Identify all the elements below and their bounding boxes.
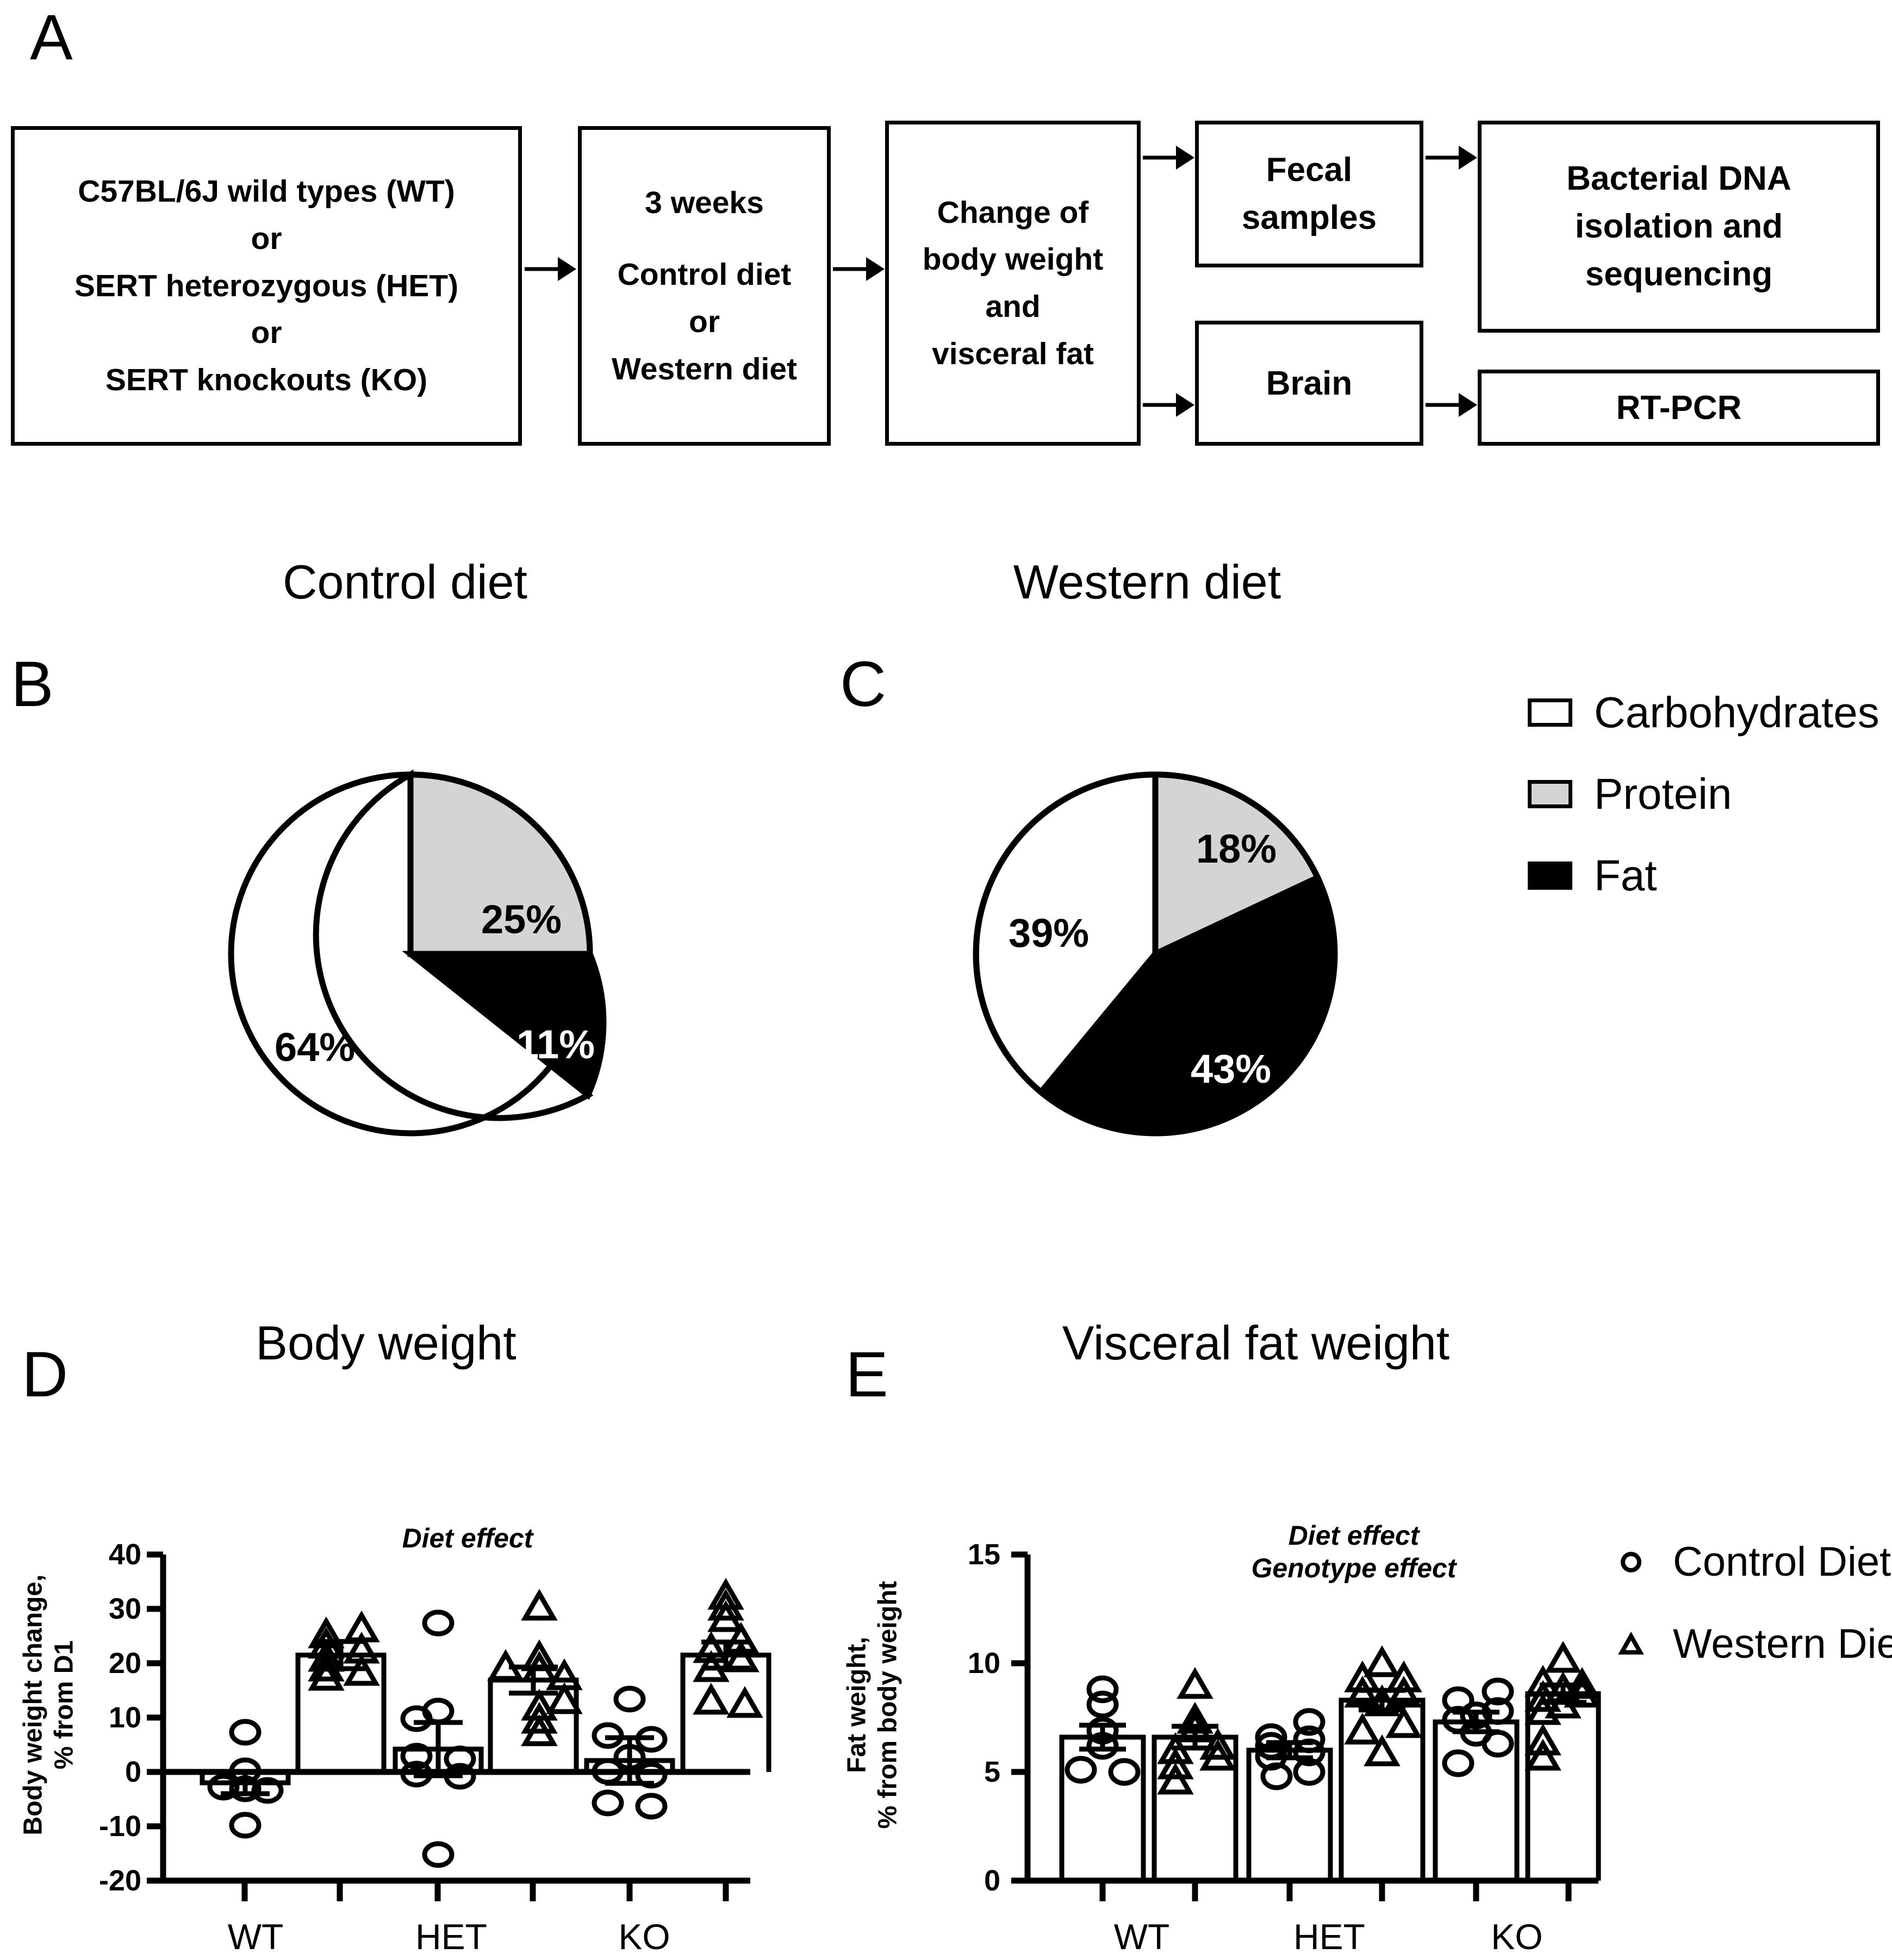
legend-label: Carbohydrates — [1594, 688, 1879, 736]
panel-d-title: Body weight — [256, 1316, 516, 1370]
y-tick-label: 0 — [125, 1756, 141, 1788]
stat-line: Diet effect — [1288, 1520, 1420, 1551]
pie-value-carbohydrates: 64% — [275, 1025, 356, 1070]
flow-line: samples — [1241, 199, 1377, 236]
western-pie-svg — [973, 771, 1338, 1137]
flow-line: Bacterial DNA — [1566, 159, 1791, 197]
legend-item-protein: Protein — [1528, 769, 1879, 819]
panel-c-title: Western diet — [1013, 555, 1281, 609]
flow-line: RT-PCR — [1616, 389, 1742, 427]
flow-line: and — [985, 289, 1041, 324]
panel-e-title: Visceral fat weight — [1062, 1316, 1450, 1370]
y-tick-label: 30 — [108, 1593, 141, 1625]
triangle-marker-icon — [1607, 1631, 1656, 1657]
pie-legend: Carbohydrates Protein Fat — [1528, 688, 1879, 932]
y-axis-line2: % from body weight — [873, 1581, 902, 1829]
circle-marker-icon — [1607, 1549, 1656, 1575]
flow-line: 3 weeks — [645, 185, 764, 220]
x-category-label-het: HET — [1293, 1917, 1365, 1957]
x-category-label-wt: WT — [227, 1917, 284, 1957]
flow-box-rtpcr: RT-PCR — [1478, 370, 1880, 446]
x-category-label-het: HET — [415, 1917, 487, 1957]
legend-item-carbohydrates: Carbohydrates — [1528, 688, 1879, 738]
flow-box-diet: 3 weeks Control diet or Western diet — [578, 126, 831, 446]
flow-line: SERT heterozygous (HET) — [74, 268, 459, 303]
panel-d-letter: D — [22, 1339, 69, 1410]
flow-line: or — [251, 315, 282, 351]
pie-slice-carbohydrates — [313, 769, 594, 1121]
flow-line-spacer — [612, 226, 797, 251]
pie-value-protein: 18% — [1196, 826, 1277, 871]
flow-line: Control diet — [617, 257, 792, 292]
flow-line: isolation and — [1574, 207, 1783, 245]
y-tick-label: -10 — [98, 1810, 141, 1843]
legend-swatch-carbohydrates — [1528, 698, 1572, 727]
legend-label: Fat — [1594, 851, 1657, 900]
pie-value-carbohydrates: 39% — [1009, 910, 1090, 956]
flow-line: C57BL/6J wild types (WT) — [78, 174, 455, 209]
stat-line: Genotype effect — [1251, 1553, 1457, 1583]
legend-swatch-fat — [1528, 862, 1572, 890]
flow-box-brain: Brain — [1195, 321, 1423, 446]
flow-line: Change of — [937, 195, 1089, 230]
western-diet-points-e — [1157, 1641, 1601, 1795]
pie-value-fat: 11% — [516, 1022, 595, 1067]
y-tick-label: 20 — [108, 1647, 141, 1680]
flow-line: sequencing — [1585, 255, 1773, 294]
flow-line: or — [689, 304, 720, 339]
legend-item-fat: Fat — [1528, 851, 1879, 901]
control-diet-points-d — [207, 1609, 668, 1868]
panel-d-plot — [147, 1551, 771, 1901]
western-diet-points-d — [308, 1578, 763, 1746]
x-category-label-ko: KO — [618, 1917, 670, 1957]
legend-label: Western Diet — [1673, 1621, 1892, 1667]
control-diet-points-e — [1065, 1675, 1514, 1790]
legend-label: Control Diet — [1673, 1539, 1891, 1585]
y-tick-label: 15 — [967, 1538, 1000, 1571]
flow-line: Western diet — [611, 351, 798, 386]
flow-line: Fecal — [1266, 151, 1353, 189]
panel-b-letter: B — [11, 648, 54, 720]
legend-item-control-diet: Control Diet — [1607, 1538, 1892, 1586]
panel-e-stat-annotation: Diet effect Genotype effect — [1163, 1519, 1544, 1584]
panel-e-y-axis-label: Fat weight, % from body weight — [842, 1515, 903, 1895]
flow-box-dna-sequencing: Bacterial DNA isolation and sequencing — [1478, 121, 1880, 333]
flow-line: SERT knockouts (KO) — [105, 362, 428, 397]
control-pie-svg — [228, 769, 607, 1137]
legend-item-western-diet: Western Diet — [1607, 1620, 1892, 1668]
panel-a-flowchart: A C57BL/6J wild types (WT) or SERT heter… — [0, 0, 1892, 489]
panel-e-plot — [1011, 1551, 1601, 1901]
x-category-label-ko: KO — [1491, 1917, 1543, 1957]
diet-legend: Control Diet Western Diet — [1607, 1538, 1892, 1702]
x-category-label-wt: WT — [1113, 1917, 1170, 1957]
panel-c-letter: C — [840, 648, 887, 720]
y-tick-label: 40 — [108, 1538, 141, 1571]
pie-value-fat: 43% — [1191, 1046, 1272, 1091]
flow-line: or — [251, 221, 282, 257]
y-tick-label: 10 — [967, 1647, 1000, 1680]
y-tick-label: 0 — [984, 1864, 1000, 1897]
legend-swatch-protein — [1528, 780, 1572, 808]
flow-box-outcome: Change of body weight and visceral fat — [885, 121, 1141, 446]
panel-e-letter: E — [845, 1339, 888, 1410]
panel-a-letter: A — [30, 2, 73, 73]
flow-line: visceral fat — [932, 336, 1094, 371]
panel-d-stat-annotation: Diet effect — [315, 1522, 620, 1555]
y-tick-label: 10 — [108, 1701, 141, 1734]
panel-b-title: Control diet — [282, 555, 527, 609]
flow-line: Brain — [1266, 364, 1353, 402]
pie-value-protein: 25% — [481, 897, 562, 942]
y-axis-line1: Fat weight, — [842, 1637, 872, 1773]
flow-line: body weight — [922, 242, 1104, 277]
stat-line: Diet effect — [402, 1523, 533, 1553]
y-tick-label: -20 — [98, 1864, 141, 1897]
y-tick-label: 5 — [984, 1756, 1000, 1788]
flow-box-animals: C57BL/6J wild types (WT) or SERT heteroz… — [11, 126, 522, 446]
flow-box-fecal-samples: Fecal samples — [1195, 121, 1423, 267]
legend-label: Protein — [1594, 770, 1732, 818]
